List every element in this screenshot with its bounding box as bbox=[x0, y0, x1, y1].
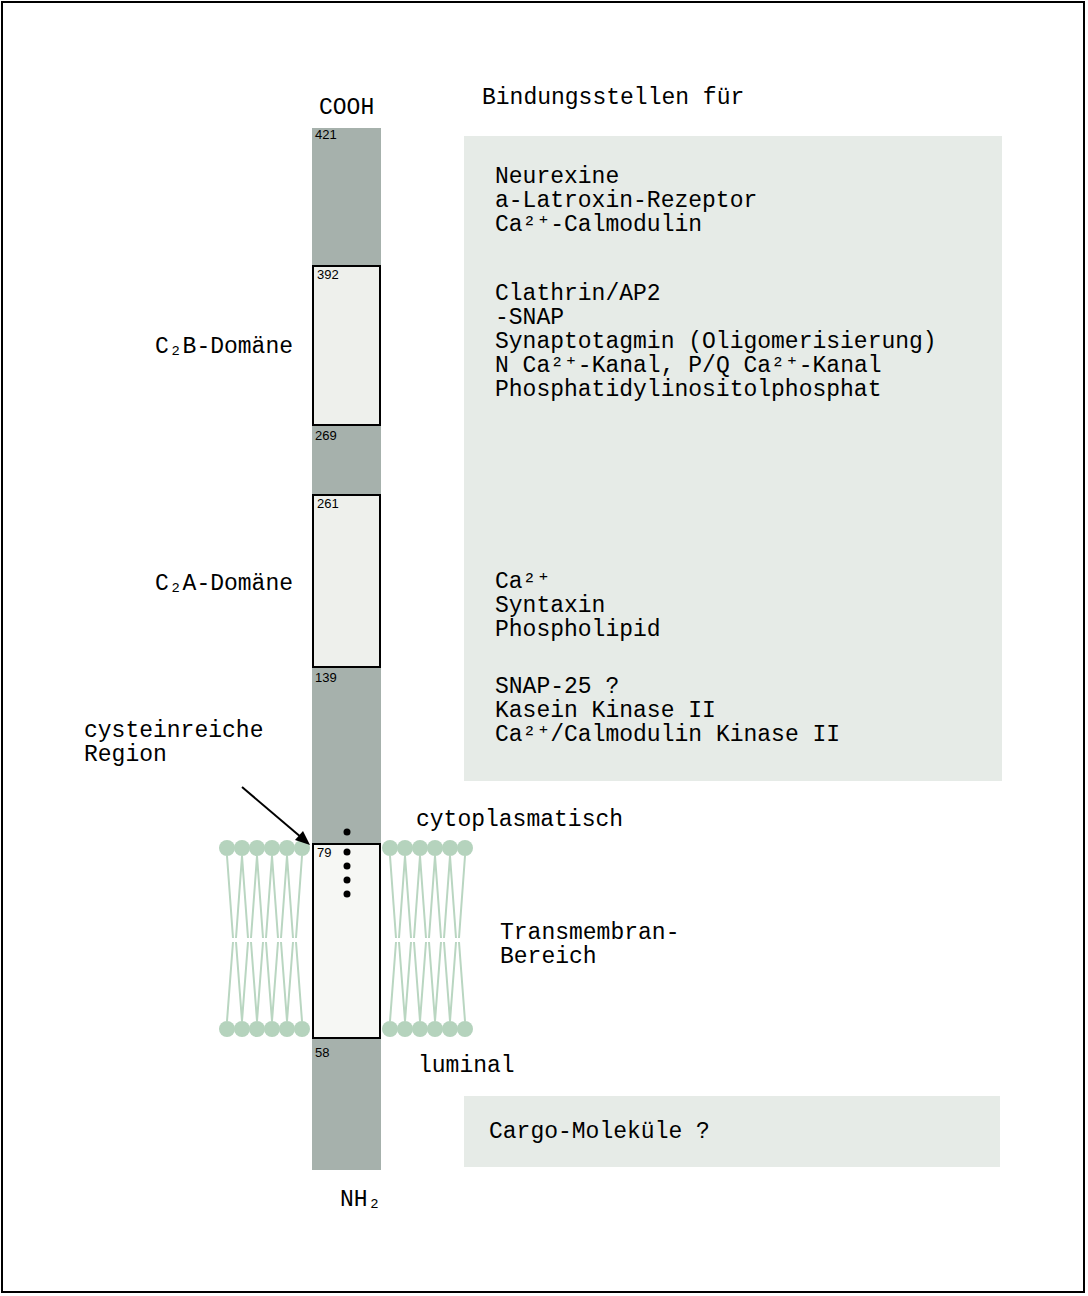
leader-arrow bbox=[242, 787, 310, 845]
residue-number: 58 bbox=[315, 1046, 329, 1060]
node-text: Phosphatidylinositolphosphat bbox=[495, 378, 881, 402]
terminus-label: NH₂ bbox=[340, 1188, 381, 1212]
node-text: -SNAP bbox=[495, 306, 564, 330]
binding-site-panel: Bindungsstellen fürNeurexinea-Latroxin-R… bbox=[464, 136, 1002, 781]
residue-number: 392 bbox=[317, 268, 339, 282]
terminus-label: COOH bbox=[319, 96, 374, 120]
residue-number: 421 bbox=[315, 128, 337, 142]
residue-number: 269 bbox=[315, 429, 337, 443]
transmembrane-box: 79 bbox=[312, 843, 381, 1039]
region-label: Transmembran- Bereich bbox=[500, 921, 700, 969]
node-text: SNAP-25 ? bbox=[495, 675, 619, 699]
node-text: Neurexine bbox=[495, 165, 619, 189]
node-text: N Ca²⁺-Kanal, P/Q Ca²⁺-Kanal bbox=[495, 354, 882, 378]
region-label: cysteinreiche Region bbox=[84, 719, 304, 767]
node-text: Phospholipid bbox=[495, 618, 661, 642]
node-text: Synaptotagmin (Oligomerisierung) bbox=[495, 330, 937, 354]
residue-number: 79 bbox=[317, 846, 331, 860]
residue-number: 261 bbox=[317, 497, 339, 511]
node-text: a-Latroxin-Rezeptor bbox=[495, 189, 757, 213]
protein-bar: 421 269 139 58 C₂B-Domäne392C₂A-Domäne261 79 bbox=[312, 128, 381, 1170]
c2a-domain-box: C₂A-Domäne261 bbox=[312, 494, 381, 668]
node-text: Clathrin/AP2 bbox=[495, 282, 661, 306]
node-text: Ca²⁺ bbox=[495, 570, 550, 594]
node-text: C₂A-Domäne bbox=[155, 572, 293, 596]
node-text: Ca²⁺/Calmodulin Kinase II bbox=[495, 723, 840, 747]
cargo-box: Cargo-Moleküle ? bbox=[464, 1096, 1000, 1167]
node-text: Syntaxin bbox=[495, 594, 605, 618]
side-label: luminal bbox=[418, 1054, 515, 1078]
residue-number: 139 bbox=[315, 671, 337, 685]
node-text: Kasein Kinase II bbox=[495, 699, 716, 723]
c2b-domain-box: C₂B-Domäne392 bbox=[312, 265, 381, 426]
node-text: Cargo-Moleküle ? bbox=[489, 1120, 710, 1144]
node-text: Bindungsstellen für bbox=[482, 86, 744, 110]
node-text: C₂B-Domäne bbox=[155, 335, 293, 359]
side-label: cytoplasmatisch bbox=[416, 808, 623, 832]
node-text: Ca²⁺-Calmodulin bbox=[495, 213, 702, 237]
